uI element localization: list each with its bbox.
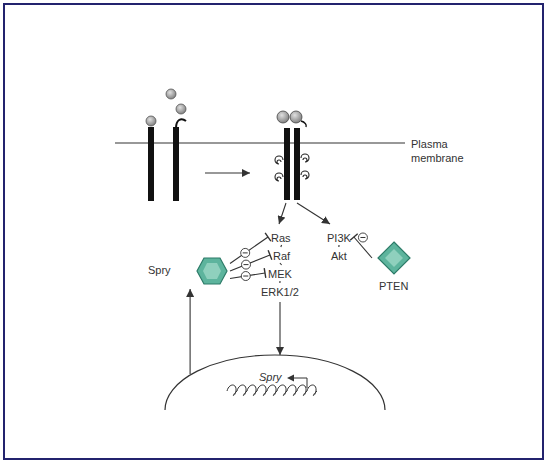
ligand [166,89,176,99]
connector-line [338,245,339,247]
phosphate-group [275,154,309,181]
protein-name: Akt [331,250,347,263]
pten-diamond: PTEN [374,240,414,302]
promoter-arrow [293,378,307,388]
protein-name: MEK [268,268,292,281]
protein-name: Spry [148,264,171,277]
inhibition-sign [242,260,251,269]
protein-name: PTEN [379,280,408,293]
protein-name: ERK1/2 [261,286,299,299]
protein-name: Raf [273,250,290,263]
ligand [146,116,156,126]
connector-line [279,281,280,283]
signal-arrow [297,203,330,224]
receptor-binding-site [301,121,306,127]
connector-line [279,302,280,355]
signal-arrow [279,203,286,224]
receptor [173,127,179,201]
spry-hexagon: Spry [148,256,228,286]
connector-line [280,245,282,247]
receptor [294,128,300,200]
figure-frame [3,3,544,460]
inhibition-sign [241,272,250,281]
promoter-arrowhead [287,375,294,382]
protein-label: ERK1/2 [261,282,299,300]
membrane-label: Plasma membrane [411,137,473,165]
protein-label: Ras [271,228,291,246]
dna-coil [227,385,317,396]
protein-label: Raf [273,246,290,264]
dimerization-arrow [205,172,250,173]
protein-label: MEK [268,264,292,282]
connector-line [280,263,282,265]
protein-name: Ras [271,232,291,245]
ligand [176,104,186,114]
nucleus: Spry [165,355,385,410]
receptor-binding-site [176,119,186,128]
inhibition-sign [241,248,250,257]
gene-name: Spry [259,371,282,384]
receptor [284,128,290,200]
protein-label: Akt [331,246,347,264]
connector-line [190,289,191,374]
receptor [148,127,154,201]
protein-label: PI3K [327,228,351,246]
ligand [277,111,289,123]
protein-name: PI3K [327,232,351,245]
inhibition-sign [358,233,367,242]
inhibition-line [230,237,268,264]
membrane-line [115,142,405,143]
inhibition-line [230,255,270,271]
diamond-shape [374,240,414,302]
ligand [290,111,302,123]
